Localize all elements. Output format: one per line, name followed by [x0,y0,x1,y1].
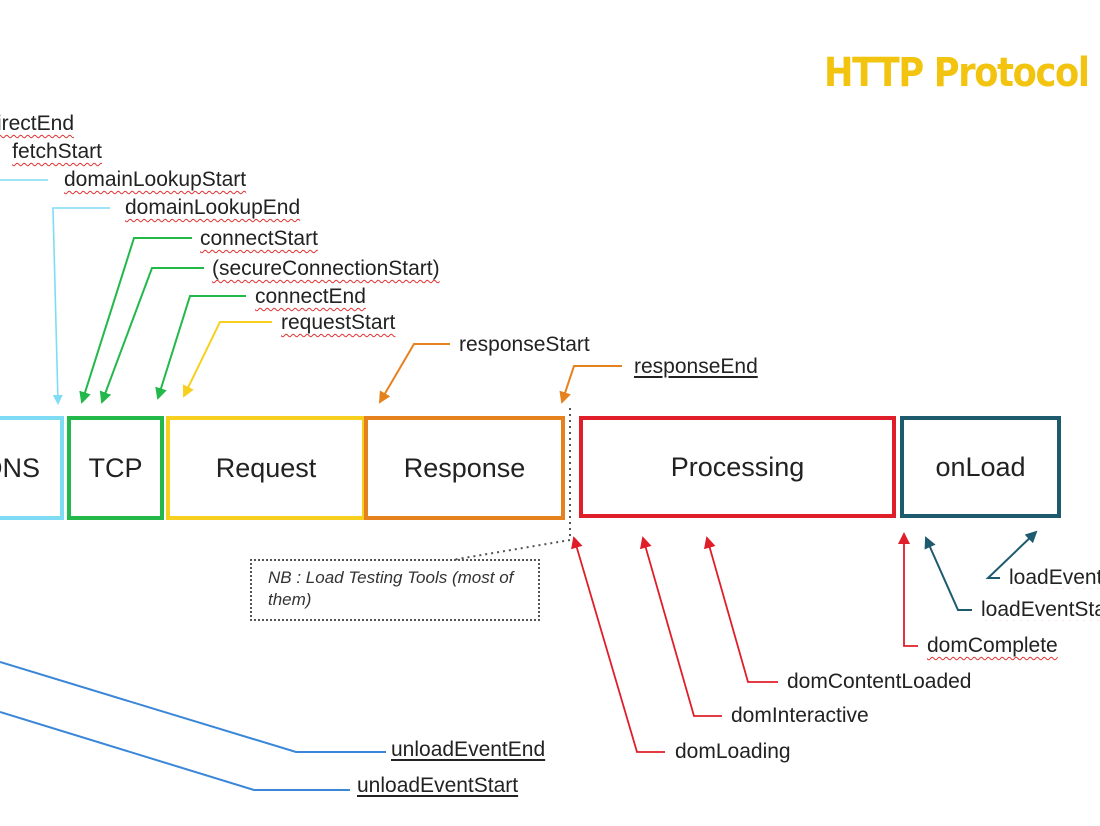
connect-start-connector [79,237,192,404]
label-load-event-start: loadEventStart [981,599,1100,621]
stage-onload-label: onLoad [935,451,1026,482]
label-request-start: requestStart [281,311,396,334]
stage-dns-label: DNS [0,452,40,483]
label-unload-event-start: unloadEventStart [357,774,519,797]
stage-response-label: Response [403,452,526,483]
label-domain-lookup-start: domainLookupStart [64,168,247,191]
dom-content-loaded-connector [703,536,778,683]
unload-event-end-connector [0,661,386,753]
label-unload-event-end: unloadEventEnd [391,738,546,761]
label-domain-lookup-end: domainLookupEnd [125,196,301,219]
stage-response: Response [364,416,565,520]
label-secure-connection-start: (secureConnectionStart) [212,257,440,280]
label-connect-start: connectStart [200,227,318,250]
secure-connection-start-connector [99,267,204,404]
response-end-connector [559,365,622,404]
stage-processing-label: Processing [670,451,805,482]
dom-loading-connector [571,536,665,753]
request-start-connector [182,321,272,398]
label-load-event-end: loadEventEnd [1009,567,1100,589]
note-connector [451,408,571,561]
label-dom-loading: domLoading [675,740,791,763]
label-dom-interactive: domInteractive [731,704,869,727]
dom-interactive-connector [639,536,722,717]
label-response-start: responseStart [459,333,590,356]
connect-end-connector [155,295,246,400]
response-start-connector [378,343,450,404]
domain-lookup-end-connector [52,207,110,405]
load-testing-note: NB : Load Testing Tools (most of them) [250,559,540,621]
label-connect-end: connectEnd [255,285,366,308]
stage-tcp: TCP [67,416,164,520]
label-dom-complete: domComplete [927,634,1058,657]
unload-event-start-connector [0,711,350,791]
stage-tcp-label: TCP [88,452,143,483]
dom-complete-connector [898,532,918,647]
stage-onload: onLoad [900,416,1061,518]
stage-request: Request [166,416,366,520]
label-fetch-start: fetchStart [12,140,102,163]
stage-processing: Processing [579,416,896,518]
stage-request-label: Request [215,452,317,483]
label-response-end: responseEnd [634,355,758,378]
diagram-title: HTTP Protocol [824,50,1090,96]
load-event-start-connector [924,536,972,611]
load-event-end-connector [985,530,1038,579]
label-redirect-end: redirectEnd [0,112,74,135]
label-dom-content-loaded: domContentLoaded [787,670,972,693]
stage-dns: DNS [0,416,64,520]
